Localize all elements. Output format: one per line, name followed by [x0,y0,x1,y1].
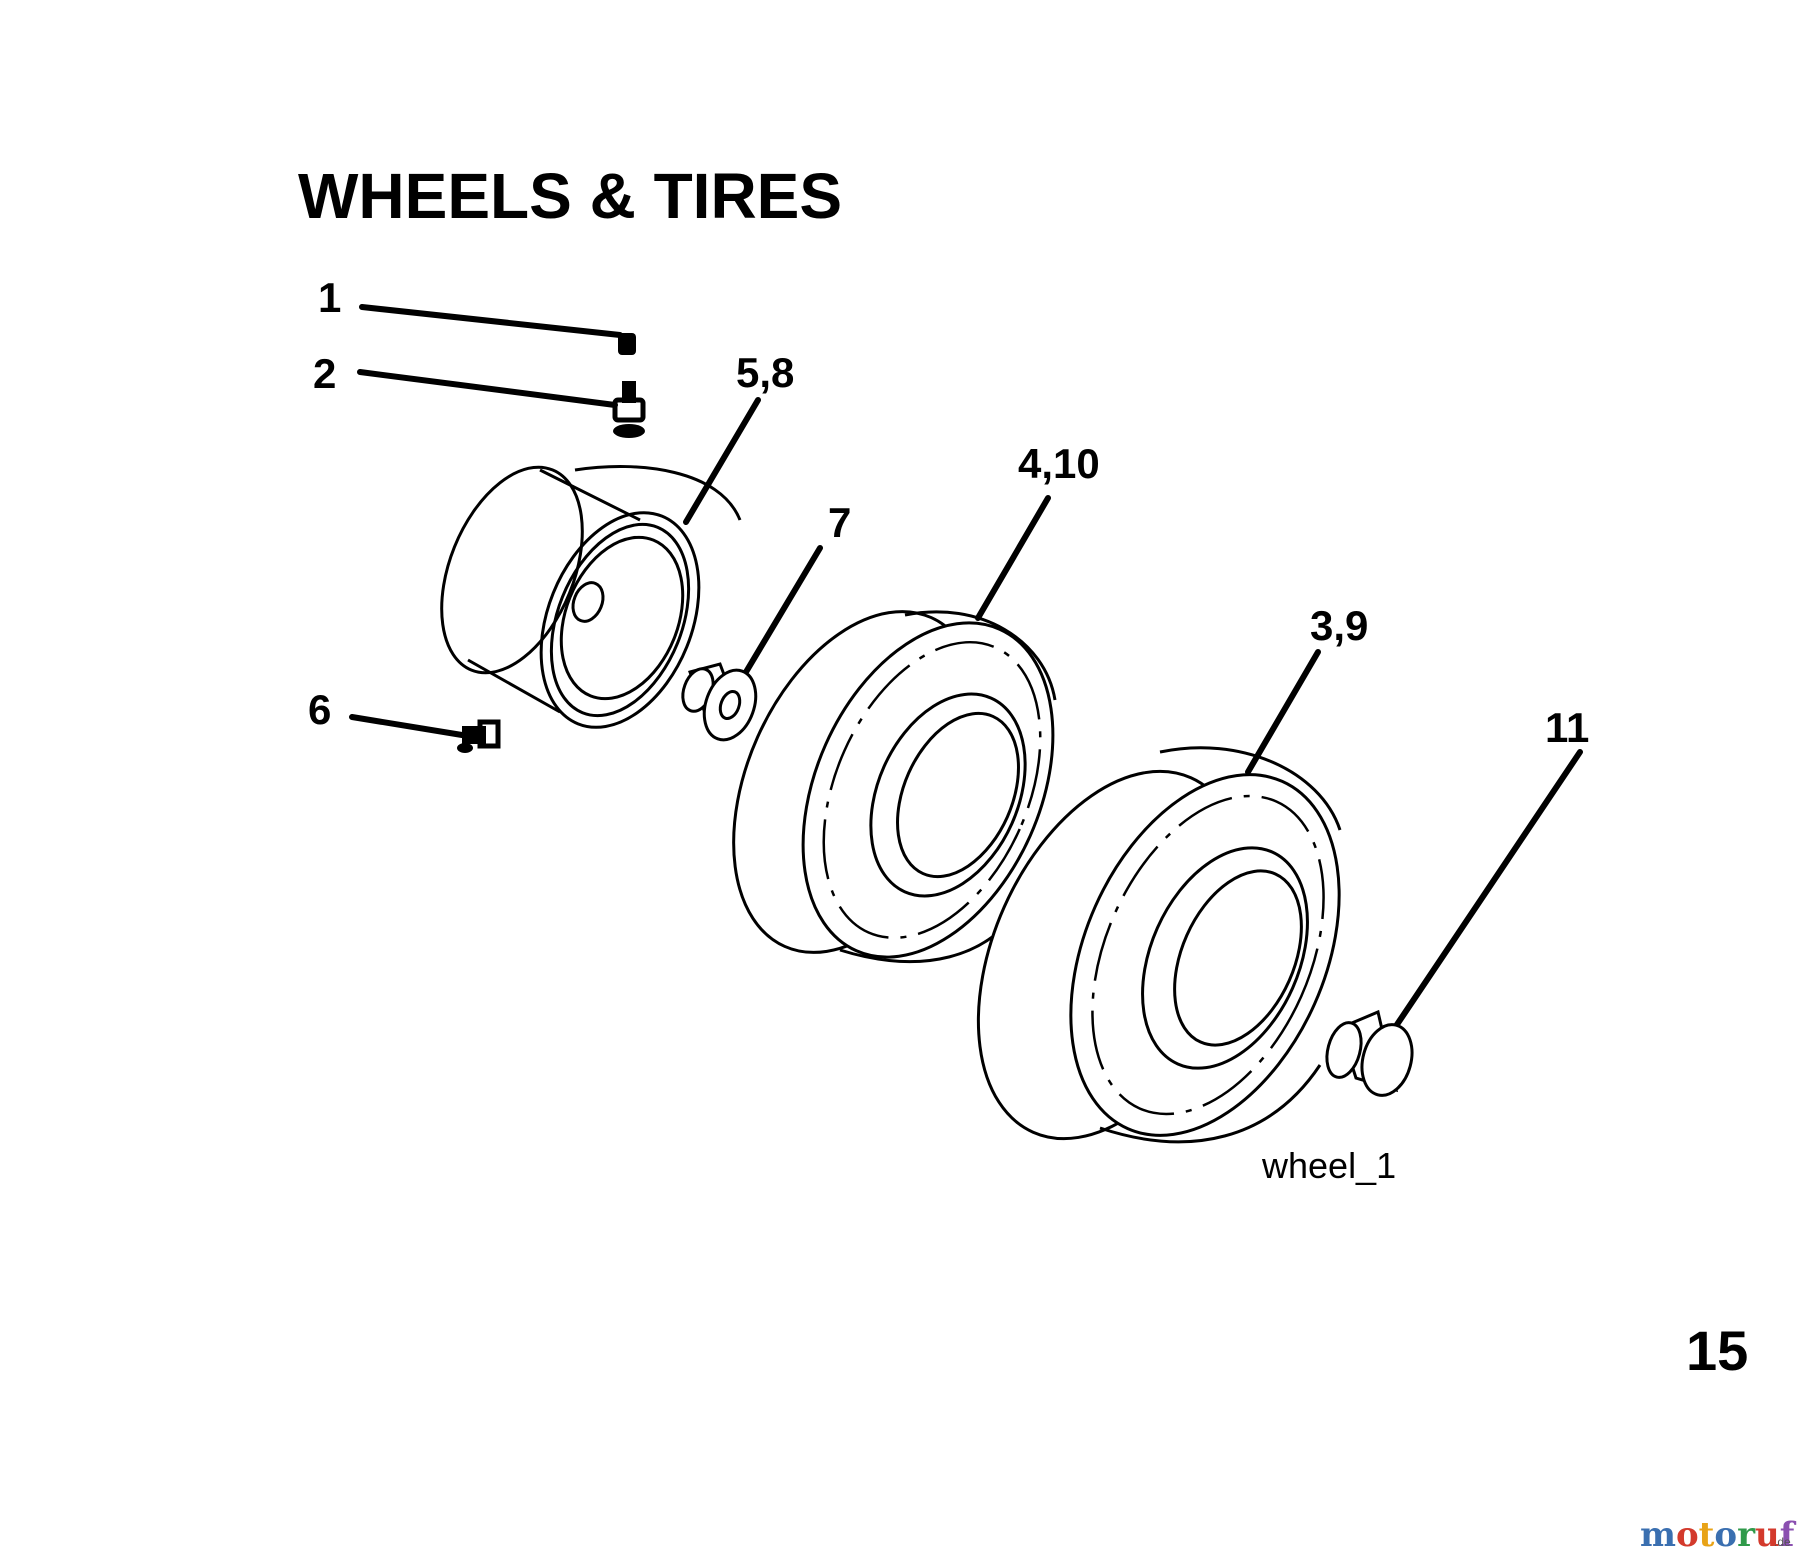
callout-3-9: 3,9 [1245,602,1368,775]
callout-label-6: 6 [308,686,331,733]
callout-label-1: 1 [318,274,341,321]
part-11-hub-cap [1325,1009,1414,1097]
leader-line-1 [359,304,623,338]
callout-label-7: 7 [828,499,851,546]
callout-5-8: 5,8 [683,349,794,525]
part-5-rim [440,465,742,729]
callout-7: 7 [743,499,851,675]
callout-11: 11 [1389,704,1589,1035]
watermark-text: motoruf [1640,1515,1797,1555]
part-3-rear-tire [976,746,1342,1144]
leader-line-7 [743,545,823,675]
part-6-grease-fitting [457,719,501,753]
leader-line-5-8 [683,397,761,525]
callout-1: 1 [318,274,636,355]
callout-2: 2 [313,350,646,438]
page-number: 15 [1686,1319,1748,1382]
callout-label-4-10: 4,10 [1018,440,1100,487]
callout-label-5-8: 5,8 [736,349,794,396]
callout-label-2: 2 [313,350,336,397]
callout-label-3-9: 3,9 [1310,602,1368,649]
diagram-title: WHEELS & TIRES [298,160,842,232]
leader-line-3-9 [1245,649,1321,775]
leader-line-11 [1389,749,1583,1035]
part-4-front-tire [732,610,1057,963]
watermark-logo: motoruf .de [1640,1515,1797,1555]
leader-line-4-10 [975,495,1051,621]
callout-label-11: 11 [1545,704,1589,751]
callout-4-10: 4,10 [975,440,1100,621]
figure-reference: wheel_1 [1261,1145,1396,1186]
callout-6: 6 [308,686,501,753]
watermark-tld: .de [1774,1535,1791,1549]
part-2-valve-stem [612,381,646,438]
part-7-bushing [681,662,758,742]
part-1-cap [618,333,636,355]
leader-line-2 [357,369,618,408]
leader-line-6 [349,714,465,738]
